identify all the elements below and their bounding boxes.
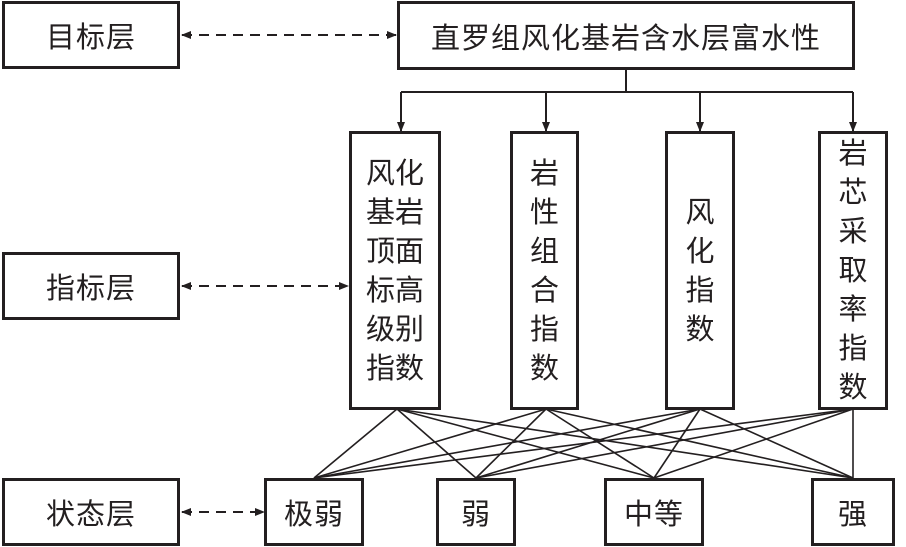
state-label: 强 [837,497,868,531]
level-target-box: 目标层 [2,1,180,69]
indicator-label: 岩 芯 采 取 率 指 数 [838,136,868,404]
state-label: 极弱 [283,497,344,531]
indicator-label: 风 化 指 数 [685,194,715,346]
state-label: 弱 [460,497,491,531]
level-state-box: 状态层 [2,478,180,546]
state-box-weak: 弱 [436,478,516,546]
indicator-box-lithology: 岩 性 组 合 指 数 [510,131,579,410]
state-label: 中等 [623,497,684,531]
level-indicator-label: 指标层 [45,271,136,305]
level-state-label: 状态层 [45,497,136,531]
goal-to-indicator-connectors [397,70,857,132]
goal-label: 直罗组风化基岩含水层富水性 [430,20,821,55]
goal-box: 直罗组风化基岩含水层富水性 [397,1,855,70]
indicator-to-state-connectors [313,408,854,479]
indicator-box-elevation: 风化 基岩 顶面 标高 级别 指数 [349,131,441,410]
indicator-box-core-recovery: 岩 芯 采 取 率 指 数 [818,131,888,410]
state-box-very-weak: 极弱 [264,478,364,546]
indicator-box-weathering: 风 化 指 数 [665,131,735,410]
indicator-label: 岩 性 组 合 指 数 [529,155,559,385]
state-box-medium: 中等 [604,478,704,546]
indicator-label: 风化 基岩 顶面 标高 级别 指数 [365,155,424,385]
state-box-strong: 强 [811,478,895,546]
level-indicator-box: 指标层 [2,252,180,320]
level-target-label: 目标层 [45,20,136,54]
